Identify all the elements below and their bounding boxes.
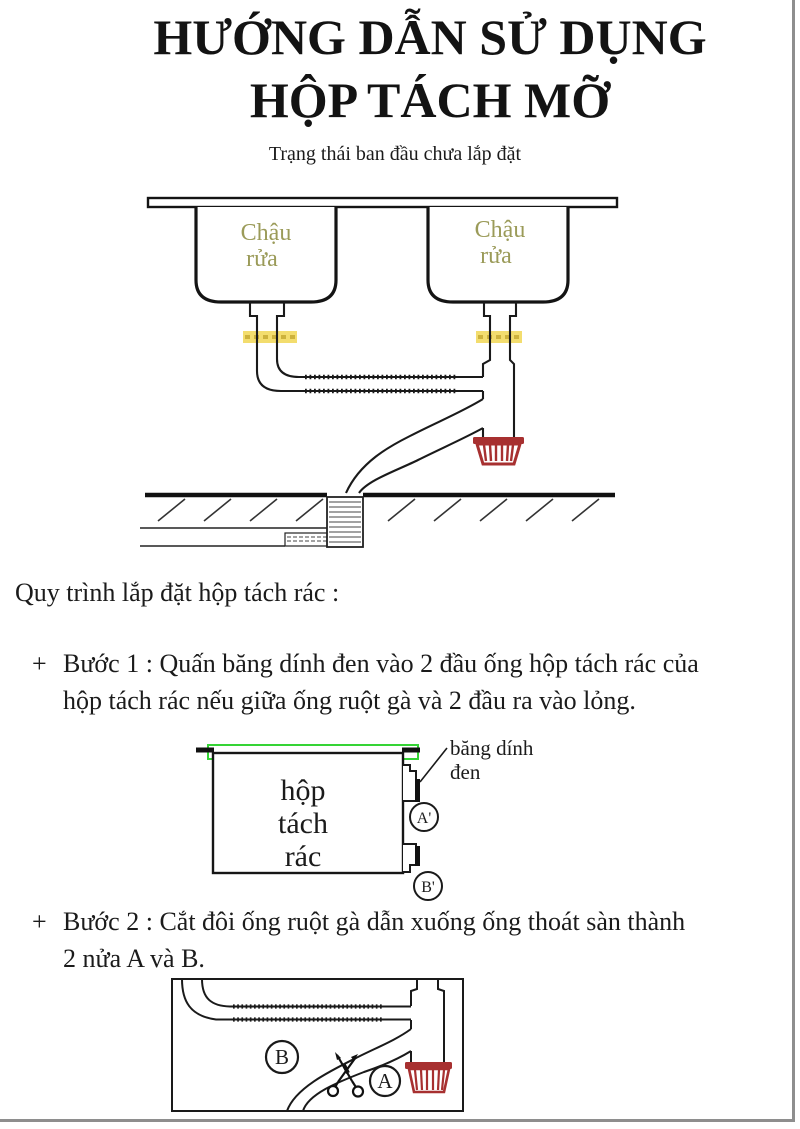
process-heading: Quy trình lắp đặt hộp tách rác : — [15, 578, 340, 607]
bullet-plus: + — [32, 907, 47, 936]
flexible-hose — [181, 978, 411, 1021]
sink-plumbing-diagram: Chậu rửa Chậu rửa — [140, 196, 619, 548]
step-1-paragraph: + Bước 1 : Quấn băng dính đen vào 2 đầu … — [32, 645, 772, 719]
half-a-marker: A — [368, 1064, 402, 1098]
sink-right-label-line2: rửa — [480, 243, 512, 269]
sink-left-label-line1: Chậu — [241, 220, 292, 246]
strainer-basket-icon — [405, 1062, 452, 1094]
outlet-ports — [403, 764, 417, 873]
half-b-marker: B — [264, 1039, 300, 1075]
tape-label-pointer-line — [419, 747, 448, 783]
tape-band-left — [243, 331, 297, 343]
sink-left-label-line2: rửa — [246, 246, 278, 272]
svg-text:A: A — [377, 1069, 393, 1093]
tape-band-right — [476, 331, 522, 343]
step-1-line2: hộp tách rác nếu giữa ống ruột gà và 2 đ… — [63, 686, 636, 715]
curved-drain-hose — [345, 398, 484, 494]
tape-label: băng dính đen — [450, 736, 534, 784]
downward-hose — [286, 1028, 412, 1112]
step-2-line2: 2 nửa A và B. — [63, 944, 205, 973]
page-title-line1: HƯỚNG DẪN SỬ DỤNG — [153, 9, 707, 65]
tape-label-line1: băng dính — [450, 736, 534, 760]
sink-labels: Chậu rửa Chậu rửa — [241, 217, 526, 272]
page-title: HƯỚNG DẪN SỬ DỤNG HỘP TÁCH MỠ — [60, 6, 800, 132]
tee-fitting — [410, 979, 445, 1066]
countertop — [146, 196, 619, 209]
bullet-plus: + — [32, 649, 47, 678]
step-1-line1: Bước 1 : Quấn băng dính đen vào 2 đầu ốn… — [63, 649, 699, 678]
step-2-line1: Bước 2 : Cắt đôi ống ruột gà dẫn xuống ố… — [63, 907, 686, 936]
svg-text:B': B' — [421, 879, 435, 896]
drain-pipe-left — [248, 302, 483, 393]
box-label-line1: hộp — [281, 774, 326, 807]
scissors-icon — [326, 1052, 365, 1098]
page-title-line2: HỘP TÁCH MỠ — [249, 72, 611, 128]
drain-pipe-right — [481, 302, 518, 443]
page-right-border — [792, 0, 795, 1122]
page-bottom-border — [0, 1119, 795, 1122]
box-label: hộp tách rác — [278, 774, 328, 873]
strainer-basket-icon — [473, 437, 524, 466]
floor-drain-box — [326, 496, 364, 548]
box-label-line2: tách — [278, 807, 328, 840]
sink-left — [194, 207, 338, 304]
port-b-marker: B' — [413, 871, 443, 901]
svg-text:A': A' — [417, 810, 432, 827]
port-a-marker: A' — [409, 802, 439, 832]
diagram-caption: Trạng thái ban đầu chưa lắp đặt — [268, 143, 522, 165]
svg-text:B: B — [275, 1045, 289, 1069]
box-label-line3: rác — [285, 840, 322, 873]
floor — [140, 492, 615, 548]
waste-box — [211, 751, 405, 875]
sink-right-label-line1: Chậu — [475, 217, 526, 243]
cut-hose-figure: B A — [171, 978, 464, 1112]
sink-right — [426, 207, 570, 304]
step-2-paragraph: + Bước 2 : Cắt đôi ống ruột gà dẫn xuống… — [32, 903, 772, 977]
tape-label-line2: đen — [450, 760, 481, 784]
waste-box-figure: băng dính đen hộp tách rác A' B' — [196, 736, 534, 901]
corrugated-pipe-texture — [305, 374, 456, 394]
